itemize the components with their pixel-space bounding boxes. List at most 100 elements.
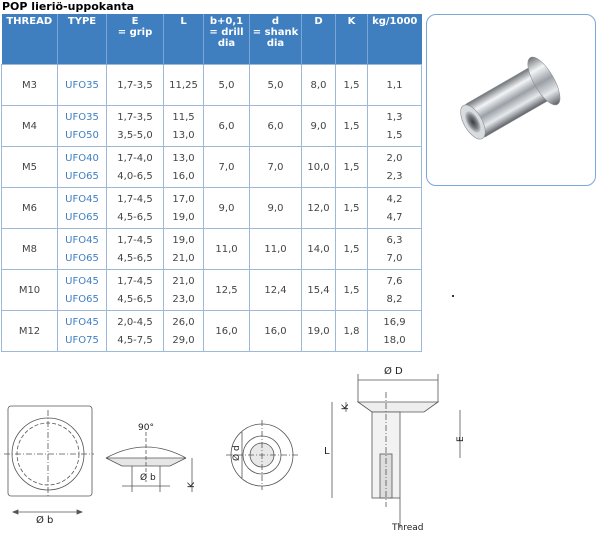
cell-D: 14,0 (301, 228, 336, 270)
cell-value: 4,5-6,5 (117, 252, 153, 264)
cell-shank: 6,0 (249, 105, 302, 147)
cell-thread: M12 (1, 310, 58, 352)
cell-D: 9,0 (301, 105, 336, 147)
cell-value: 19,0 (172, 211, 195, 223)
cell-D: 19,0 (301, 310, 336, 352)
cell-value: 26,0 (172, 316, 195, 328)
cell-thread: M6 (1, 187, 58, 229)
cell-value: 21,0 (172, 252, 195, 264)
cell-shank: 11,0 (249, 228, 302, 270)
hole-diameter-label: Ø b (36, 514, 53, 526)
stray-dot (452, 295, 454, 297)
header-line: = shank (252, 27, 299, 38)
cell-drill: 5,0 (203, 64, 250, 106)
cell-value: UFO40 (65, 152, 99, 164)
header-line: = grip (117, 27, 153, 38)
header-line: = drill (209, 27, 244, 38)
cell-value: UFO65 (65, 211, 99, 223)
cell-value: 8,2 (386, 293, 403, 305)
front-d-label: Ø d (231, 445, 242, 461)
cell-thread: M8 (1, 228, 58, 270)
header-line: THREAD (6, 16, 53, 27)
thread-label: Thread (391, 523, 423, 533)
cell-K: 1,5 (335, 146, 368, 188)
header-line: dia (217, 38, 236, 49)
side-L-label: L (324, 446, 330, 457)
side-K-label: K (341, 403, 351, 410)
cell-value: 6,3 (386, 234, 403, 246)
cell-value: UFO45 (65, 316, 99, 328)
cell-value: 21,0 (172, 275, 195, 287)
cell-value: 4,5-6,5 (117, 293, 153, 305)
header-line: dia (266, 38, 285, 49)
cell-D: 12,0 (301, 187, 336, 229)
column-header: TYPE (57, 14, 107, 65)
cell-drill: 16,0 (203, 310, 250, 352)
cell-K: 1,5 (335, 269, 368, 311)
cell-types: UFO35 (57, 64, 107, 106)
cell-value: 3,5-5,0 (117, 129, 153, 141)
cell-value: UFO50 (65, 129, 99, 141)
cell-grips: 1,7-4,0 4,0-6,5 (106, 146, 164, 188)
cell-value: 4,2 (386, 193, 403, 205)
cell-value: UFO65 (65, 170, 99, 182)
cell-value: 4,0-6,5 (117, 170, 153, 182)
cell-value: UFO65 (65, 252, 99, 264)
cell-value: 4,7 (386, 211, 403, 223)
cell-lengths: 21,0 23,0 (163, 269, 204, 311)
cell-lengths: 11,25 (163, 64, 204, 106)
header-line: K (347, 16, 356, 27)
header-line: L (180, 16, 187, 27)
cell-value: 23,0 (172, 293, 195, 305)
cell-K: 1,8 (335, 310, 368, 352)
column-header: D (301, 14, 336, 65)
cell-drill: 12,5 (203, 269, 250, 311)
header-line: b+0,1 (209, 16, 244, 27)
cell-lengths: 17,0 19,0 (163, 187, 204, 229)
cell-weights: 1,1 (367, 64, 422, 106)
cell-value: 4,5-7,5 (117, 334, 153, 346)
cell-value: 2,0 (386, 152, 403, 164)
cell-shank: 7,0 (249, 146, 302, 188)
side-view-drawing (331, 374, 461, 528)
cell-value: 1,5 (386, 129, 403, 141)
cell-value: UFO45 (65, 234, 99, 246)
cell-drill: 11,0 (203, 228, 250, 270)
column-header: E= grip (106, 14, 164, 65)
cell-value: 17,0 (172, 193, 195, 205)
header-line: D (314, 16, 323, 27)
side-E-label: E (456, 436, 466, 442)
cell-D: 8,0 (301, 64, 336, 106)
cell-value: 1,1 (386, 79, 403, 91)
cell-shank: 16,0 (249, 310, 302, 352)
cell-D: 15,4 (301, 269, 336, 311)
cell-drill: 6,0 (203, 105, 250, 147)
cell-grips: 1,7-3,5 (106, 64, 164, 106)
cell-value: 1,7-4,0 (117, 152, 153, 164)
cell-value: 1,7-3,5 (117, 79, 153, 91)
cell-value: 19,0 (172, 234, 195, 246)
countersink-b-label: Ø b (140, 472, 156, 483)
cell-value: 11,5 (172, 111, 195, 123)
cell-value: 1,7-4,5 (117, 193, 153, 205)
cell-value: UFO75 (65, 334, 99, 346)
